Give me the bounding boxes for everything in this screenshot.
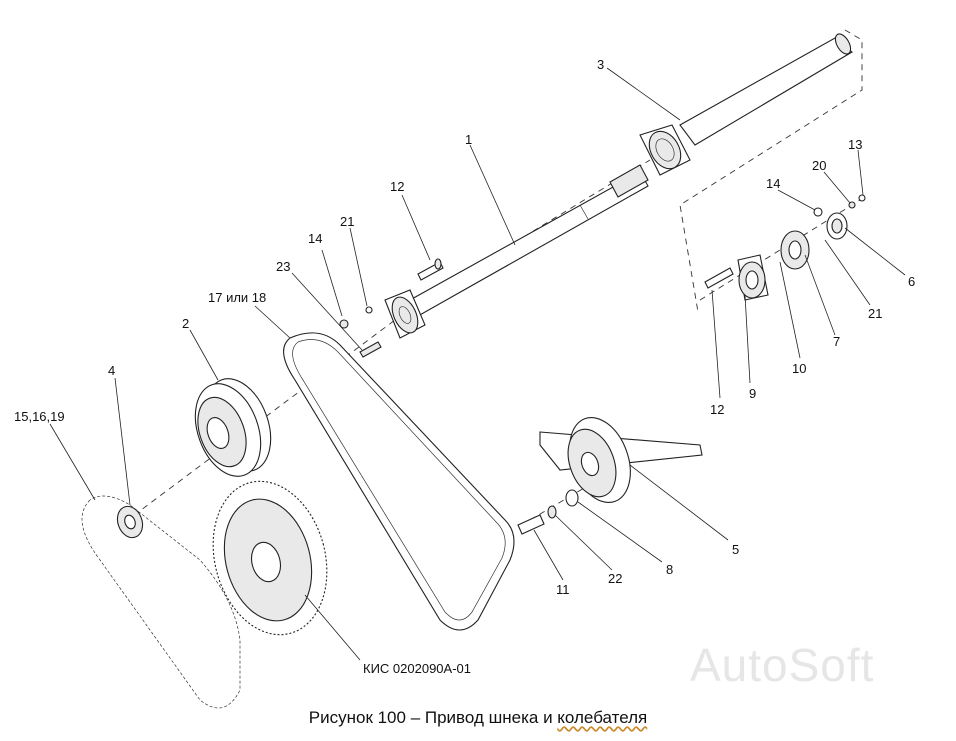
label-part-21-bearing: 21 xyxy=(868,306,882,321)
chain-and-sprocket xyxy=(81,495,241,709)
caption-prefix: Рисунок 100 – Привод шнека и xyxy=(308,708,558,727)
label-part-5: 5 xyxy=(732,542,739,557)
label-part-10: 10 xyxy=(792,361,806,376)
label-part-11: 11 xyxy=(556,582,570,597)
figure-caption: Рисунок 100 – Привод шнека и колебателя xyxy=(0,708,956,728)
label-parts-15-16-19: 15,16,19 xyxy=(14,409,65,424)
label-part-9: 9 xyxy=(749,386,756,401)
label-assembly-code: КИС 0202090А-01 xyxy=(363,661,471,676)
label-part-6: 6 xyxy=(908,274,915,289)
label-parts-17-or-18: 17 или 18 xyxy=(208,290,266,305)
v-belt-part-17-18 xyxy=(283,332,515,631)
label-part-14-shaft: 14 xyxy=(308,231,322,246)
caption-last-word: колебателя xyxy=(557,708,648,727)
label-part-22: 22 xyxy=(608,571,622,586)
leader-lines xyxy=(49,67,906,661)
shaft-part-1 xyxy=(409,164,649,317)
shaft-hardware xyxy=(339,258,444,358)
label-part-12-shaft: 12 xyxy=(390,179,404,194)
label-part-12-bearing: 12 xyxy=(710,402,724,417)
label-part-20: 20 xyxy=(812,158,826,173)
label-part-14-bearing: 14 xyxy=(766,176,780,191)
label-part-23: 23 xyxy=(276,259,290,274)
label-part-4: 4 xyxy=(108,363,115,378)
label-part-8: 8 xyxy=(666,562,673,577)
part-labels: 1 2 3 4 5 6 7 8 9 10 11 12 12 13 14 14 1… xyxy=(14,57,915,676)
shaft-bearing-housing xyxy=(384,289,426,339)
label-part-2: 2 xyxy=(182,316,189,331)
label-part-21-shaft: 21 xyxy=(340,214,354,229)
label-part-1: 1 xyxy=(465,132,472,147)
pulley-part-2 xyxy=(194,378,272,477)
label-part-13: 13 xyxy=(848,137,862,152)
label-part-7: 7 xyxy=(833,334,840,349)
watermark: AutoSoft xyxy=(690,639,875,691)
large-sprocket xyxy=(212,480,328,636)
tube-part-3 xyxy=(639,33,853,176)
bearing-assembly xyxy=(704,194,866,301)
tensioner-pulley-part-5 xyxy=(539,417,703,503)
tensioner-hardware xyxy=(517,489,579,535)
label-part-3: 3 xyxy=(597,57,604,72)
